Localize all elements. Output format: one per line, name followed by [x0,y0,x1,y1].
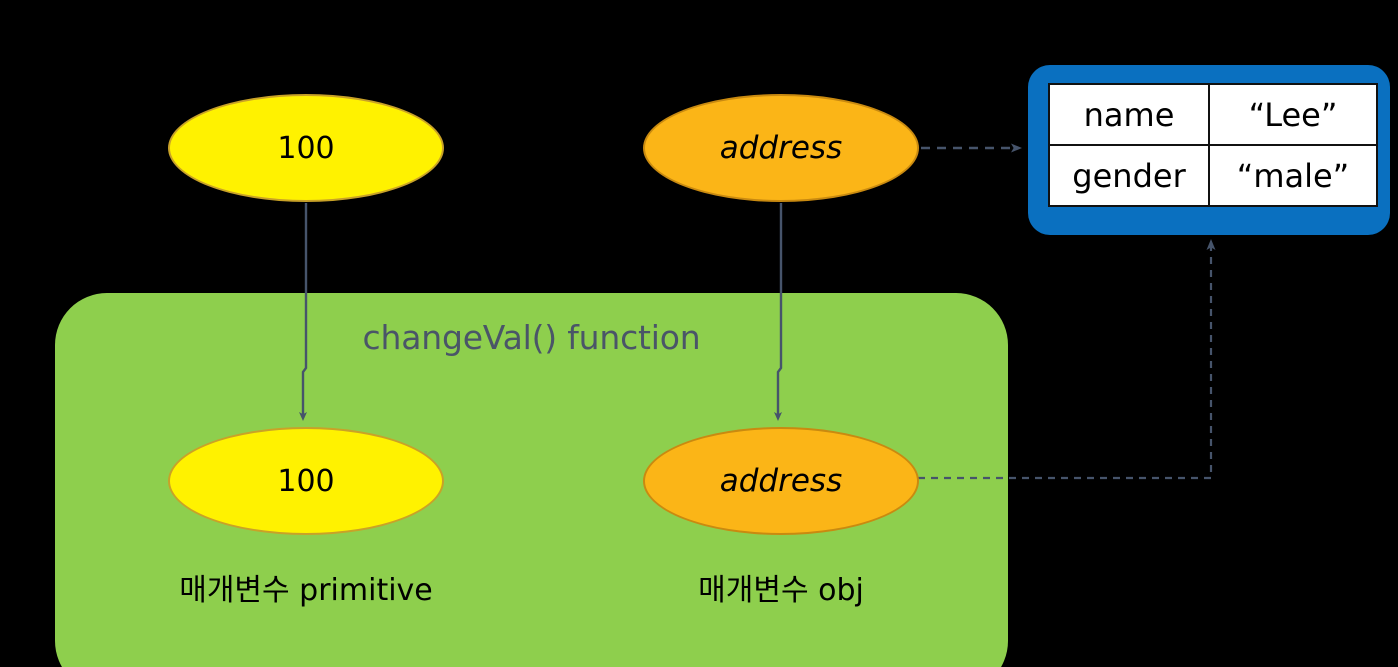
object-reference-text: address [719,130,843,166]
table-row: name “Lee” [1048,83,1378,146]
object-key-name: name [1048,83,1210,146]
object-parameter-ellipse[interactable]: address [643,427,919,535]
object-key-gender: gender [1048,144,1210,207]
function-scope-label: changeVal() function [362,318,701,357]
object-parameter-caption: 매개변수 obj [698,573,864,608]
primitive-parameter-ellipse[interactable]: 100 [168,427,444,535]
primitive-value-ellipse[interactable]: 100 [168,94,444,202]
object-value-gender: “male” [1208,144,1378,207]
primitive-parameter-caption: 매개변수 primitive [179,573,433,608]
object-parameter-text: address [719,463,843,499]
object-value-name: “Lee” [1208,83,1378,146]
primitive-parameter-text: 100 [277,463,335,499]
object-reference-ellipse[interactable]: address [643,94,919,202]
object-property-table: name “Lee” gender “male” [1048,83,1378,207]
primitive-value-text: 100 [277,130,335,166]
table-row: gender “male” [1048,144,1378,207]
